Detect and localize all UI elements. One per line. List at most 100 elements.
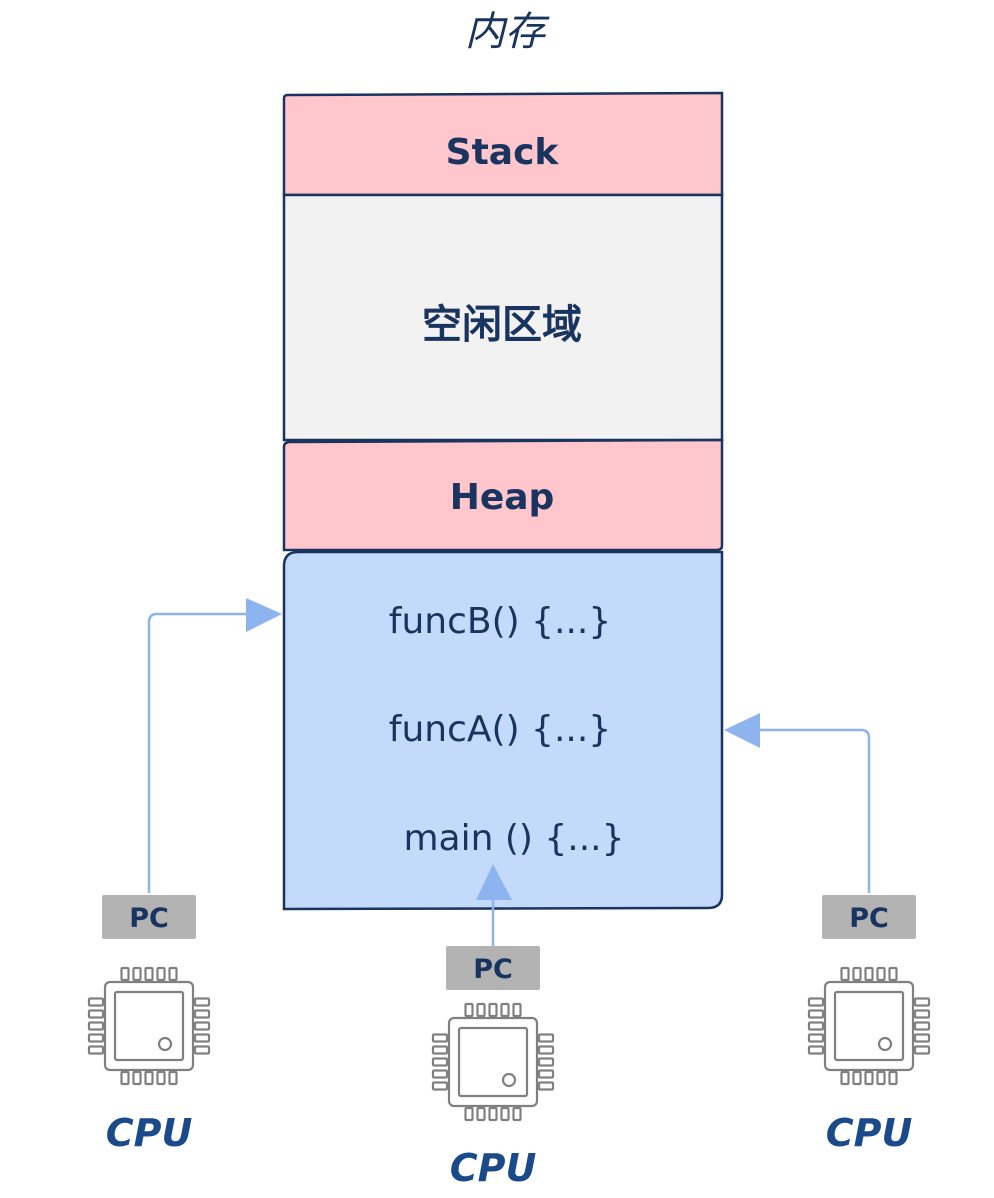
chip-pin (431, 1081, 449, 1091)
chip-pin (431, 1057, 449, 1067)
chip-pin (87, 997, 105, 1007)
chip-pin (132, 966, 142, 982)
chip-pin (431, 1069, 449, 1079)
cpu-right: PC CPU (807, 895, 931, 1155)
cpu-label: CPU (450, 1146, 537, 1190)
chip-pin (864, 966, 874, 982)
chip-pin (464, 1002, 474, 1018)
chip-pin (512, 1106, 522, 1122)
chip-pin (913, 997, 931, 1007)
stack-label: Stack (446, 132, 560, 173)
chip-pin (132, 1070, 142, 1086)
heap-label: Heap (450, 477, 555, 518)
chip-pin (193, 997, 211, 1007)
chip-pin (168, 1070, 178, 1086)
chip-pin (193, 1033, 211, 1043)
free-area-label: 空闲区域 (422, 302, 582, 348)
chip-pin (144, 966, 154, 982)
code-segment (282, 550, 724, 911)
pc-badge (102, 895, 196, 939)
chip-body-inner (833, 990, 905, 1062)
pc-label: PC (473, 954, 513, 985)
arrow-left-pc (147, 612, 250, 893)
chip-pin (876, 966, 886, 982)
chip-pin (156, 966, 166, 982)
chip-pin (193, 1009, 211, 1019)
chip-pin (807, 1021, 825, 1031)
pc-badge (822, 895, 916, 939)
chip-pin (537, 1069, 555, 1079)
arrowhead-middle (476, 864, 512, 900)
chip-pin (888, 1070, 898, 1086)
chip-pin (87, 1045, 105, 1055)
chip-pin (840, 966, 850, 982)
chip-pin (120, 1070, 130, 1086)
code-line-funca: funcA() {...} (389, 709, 611, 750)
cpu-middle: PC CPU (431, 946, 555, 1190)
pc-arrows (147, 598, 871, 946)
cpu-label: CPU (106, 1111, 193, 1155)
cpu-left: PC CPU (87, 895, 211, 1155)
arrowhead-right (724, 713, 760, 748)
chip-pin (431, 1033, 449, 1043)
chip-pin (512, 1002, 522, 1018)
memory-block: Stack 空闲区域 Heap funcB() {...} funcA() {.… (282, 91, 724, 911)
memory-title: 内存 (465, 9, 550, 55)
chip-pin (807, 1033, 825, 1043)
chip-icon (431, 1002, 555, 1122)
chip-pin (537, 1057, 555, 1067)
chip-pin (852, 1070, 862, 1086)
chip-pin (500, 1106, 510, 1122)
chip-body-outer (447, 1016, 539, 1108)
chip-dot (501, 1072, 517, 1088)
pc-label: PC (849, 903, 889, 934)
chip-pin (876, 1070, 886, 1086)
chip-icon (87, 966, 211, 1086)
chip-pin (913, 1009, 931, 1019)
chip-pin (913, 1045, 931, 1055)
chip-body-outer (103, 980, 195, 1072)
chip-pin (913, 1021, 931, 1031)
chip-pin (87, 1033, 105, 1043)
chip-body-inner (113, 990, 185, 1062)
chip-pin (431, 1045, 449, 1055)
chip-pin (120, 966, 130, 982)
chip-pin (537, 1033, 555, 1043)
chip-pin (840, 1070, 850, 1086)
chip-pin (193, 1045, 211, 1055)
chip-pin (488, 1002, 498, 1018)
chip-dot (877, 1036, 893, 1052)
code-line-funcb: funcB() {...} (389, 601, 611, 642)
chip-pin (476, 1002, 486, 1018)
arrowhead-left (246, 598, 282, 632)
chip-pin (488, 1106, 498, 1122)
chip-pin (476, 1106, 486, 1122)
chip-pin (864, 1070, 874, 1086)
chip-pin (852, 966, 862, 982)
chip-body-outer (823, 980, 915, 1072)
chip-pin (87, 1009, 105, 1019)
heap-segment (282, 438, 724, 552)
arrow-right-pc (756, 728, 871, 893)
chip-dot (157, 1036, 173, 1052)
chip-body-inner (457, 1026, 529, 1098)
chip-pin (807, 1009, 825, 1019)
code-line-main: main () {...} (403, 818, 624, 859)
chip-pin (464, 1106, 474, 1122)
chip-pin (87, 1021, 105, 1031)
pc-badge (446, 946, 540, 990)
chip-pin (537, 1045, 555, 1055)
chip-pin (144, 1070, 154, 1086)
chip-pin (193, 1021, 211, 1031)
chip-pin (156, 1070, 166, 1086)
chip-pin (913, 1033, 931, 1043)
chip-icon (807, 966, 931, 1086)
chip-pin (807, 997, 825, 1007)
stack-segment (282, 91, 724, 197)
chip-pin (888, 966, 898, 982)
chip-pin (537, 1081, 555, 1091)
pc-label: PC (129, 903, 169, 934)
chip-pin (807, 1045, 825, 1055)
cpu-label: CPU (826, 1111, 913, 1155)
